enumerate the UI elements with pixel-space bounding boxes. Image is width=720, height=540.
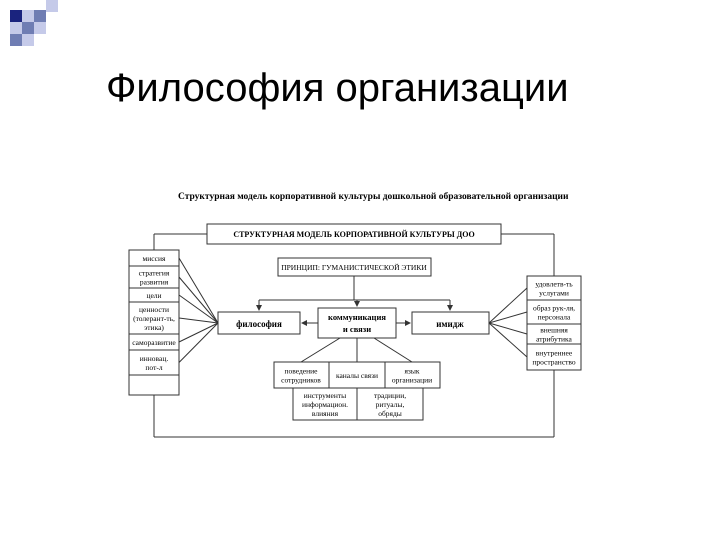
comm-item-label: сотрудников (281, 376, 321, 385)
comm-item-label: поведение (285, 367, 319, 376)
left-item-label: цели (146, 291, 161, 300)
fan-line (178, 257, 219, 324)
left-item-label: саморазвитие (132, 338, 176, 347)
fan-line (178, 317, 219, 324)
left-item-label: (толерант-ть, (133, 314, 175, 323)
fan-line (178, 276, 219, 324)
right-item-label: внешняя (540, 326, 568, 335)
decor-square (46, 0, 58, 12)
decor-square (34, 10, 46, 22)
decor-square (22, 10, 34, 22)
bottom-item-label: информацион. (302, 400, 348, 409)
right-item-box (526, 275, 582, 301)
right-item-label: пространство (532, 358, 576, 367)
communication-box (317, 307, 397, 339)
comm-item-label: каналы связи (336, 371, 378, 380)
decor-square (22, 22, 34, 34)
fan-line (488, 287, 528, 324)
left-fan (178, 257, 219, 363)
right-item-label: атрибутика (536, 335, 572, 344)
right-item-label: удовлетв-ть (535, 280, 573, 289)
image-label: имидж (436, 319, 464, 329)
bottom-item-label: традиции, (374, 391, 406, 400)
left-item-label: ценности (139, 305, 169, 314)
communication-label-2: и связи (343, 324, 371, 334)
left-item-label: инновац. (140, 354, 169, 363)
decor-square (34, 22, 46, 34)
right-item-label: услугами (539, 289, 569, 298)
fan-line (488, 311, 528, 324)
right-item-label: образ рук-ля, (533, 304, 575, 313)
decor-square (10, 34, 22, 46)
slide-title: Философия организации (106, 66, 569, 110)
left-item-label: этика) (144, 323, 164, 332)
bottom-item-label: инструменты (304, 391, 346, 400)
left-item-label: пот-л (145, 363, 162, 372)
decor-square (22, 34, 34, 46)
comm-item-label: организации (392, 376, 432, 385)
bottom-item-label: обряды (378, 409, 402, 418)
fan-line (178, 322, 219, 363)
left-item-label: миссия (143, 254, 166, 263)
principle-label: ПРИНЦИП: ГУМАНИСТИЧЕСКОЙ ЭТИКИ (281, 263, 427, 272)
fan-line (488, 322, 528, 358)
right-fan (488, 287, 528, 358)
fan-line (178, 322, 219, 343)
right-item-box (526, 343, 582, 371)
fan-line (178, 294, 219, 324)
bottom-item-label: влияния (312, 409, 339, 418)
fan-line (488, 322, 528, 335)
connector (373, 337, 413, 363)
header-label: СТРУКТУРНАЯ МОДЕЛЬ КОРПОРАТИВНОЙ КУЛЬТУР… (233, 230, 474, 239)
comm-item-label: язык (404, 367, 419, 376)
bottom-row-frame (292, 387, 424, 421)
bottom-item-label: ритуалы, (376, 400, 405, 409)
philosophy-label: философия (236, 319, 282, 329)
decor-square (10, 10, 22, 22)
right-item-label: внутреннее (536, 349, 573, 358)
left-item-label: стратегия (139, 269, 170, 278)
connector (300, 337, 341, 363)
communication-label-1: коммуникация (328, 312, 386, 322)
decor-square (10, 22, 22, 34)
left-item-label: развития (140, 278, 169, 287)
diagram-caption: Структурная модель корпоративной культур… (178, 191, 569, 202)
right-item-label: персонала (538, 313, 571, 322)
